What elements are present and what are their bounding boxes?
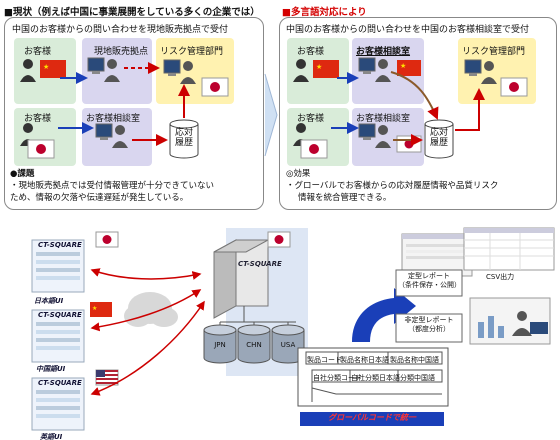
table-header-2: 製品名称日本語 <box>340 356 389 364</box>
left-row1-customer: お客様 <box>24 47 52 57</box>
report2-box <box>395 313 463 343</box>
effect-line-1: ・グローバルでお客様からの応対履歴情報や品質リスク <box>286 181 499 191</box>
china-flag-icon: ★ <box>90 302 112 317</box>
database-icon <box>237 324 271 364</box>
issue-title: ●課題 <box>10 169 35 179</box>
china-flag-icon: ★ <box>397 60 421 76</box>
right-row1-dept: リスク管理部門 <box>462 47 526 57</box>
right-row1-office: お客様相談室 <box>356 47 411 57</box>
svg-text:★: ★ <box>316 63 322 71</box>
client-screen-en <box>31 377 85 431</box>
report-window <box>401 233 473 277</box>
right-row1-customer: お客様 <box>297 47 325 57</box>
svg-text:★: ★ <box>43 63 49 71</box>
operator-icon <box>95 123 128 148</box>
operator-icon <box>512 311 548 336</box>
client-screen-cn <box>31 309 85 363</box>
effect-title: ◎効果 <box>286 169 311 179</box>
japan-flag-icon <box>27 139 55 159</box>
right-row2-customer: お客様 <box>297 114 325 124</box>
client-screen-jp <box>31 239 85 293</box>
curved-arrow-icon <box>352 288 416 342</box>
left-row1-office: 現地販売拠点 <box>94 47 149 57</box>
person-icon <box>20 59 36 82</box>
bottom-architecture-graphic: ★ <box>31 227 555 431</box>
japan-flag-icon <box>267 231 291 248</box>
banner-box <box>300 412 444 426</box>
csv-label: CSV出力 <box>486 273 515 281</box>
person-icon <box>293 59 309 82</box>
effect-line-2: 情報を統合管理できる。 <box>298 193 392 203</box>
japan-flag-icon <box>95 231 119 248</box>
left-office-band-2 <box>82 108 152 166</box>
left-subtitle: 中国のお客様からの問い合わせを現地販売拠点で受付 <box>12 25 229 35</box>
right-db-label: 応対 履歴 <box>429 128 448 148</box>
china-flag-icon: ★ <box>40 60 66 78</box>
cloud-icon <box>124 292 178 327</box>
japan-flag-icon <box>500 77 528 97</box>
database-icon <box>203 324 237 364</box>
risk-dept-operator-icon <box>163 59 196 84</box>
chart-window <box>469 297 551 345</box>
client-caption-2: 中国語UI <box>36 365 66 373</box>
operator-icon <box>87 57 120 82</box>
left-flow-graphic: ★ <box>20 57 229 159</box>
issue-line-2: ため、情報の欠落や伝達遅延が発生している。 <box>10 193 189 203</box>
operator-icon <box>358 57 391 82</box>
global-code-banner: グローバルコードで統一 <box>328 413 416 422</box>
left-row1-dept: リスク管理部門 <box>160 47 224 57</box>
table-row2-2: 自社分類日本語 <box>351 374 400 382</box>
database-icon <box>271 324 305 364</box>
chevron-right-icon <box>264 73 278 157</box>
table-header-1: 製品コード <box>307 356 342 364</box>
left-heading: ■現状（例えば中国に事業展開をしている多くの企業では） <box>4 7 260 18</box>
japan-flag-icon <box>300 139 328 159</box>
database-icon <box>169 119 199 159</box>
report1-label: 定型レポート （条件保存・公開） <box>398 272 461 289</box>
client-brand-2: CT-SQUARE <box>38 311 82 319</box>
risk-dept-operator-icon <box>464 59 497 84</box>
right-subtitle: 中国のお客様からの問い合わせを中国のお客様相談室で受付 <box>286 25 530 35</box>
client-brand-3: CT-SQUARE <box>38 379 82 387</box>
left-row2-customer: お客様 <box>24 114 52 124</box>
table-row2-3: 分類中国語 <box>400 374 435 382</box>
client-brand-1: CT-SQUARE <box>38 241 82 249</box>
server-icon <box>213 239 269 319</box>
operator-icon <box>358 123 391 148</box>
china-flag-icon: ★ <box>313 60 339 78</box>
table-header-3: 製品名称中国語 <box>390 356 439 364</box>
spreadsheet-window <box>463 227 555 271</box>
client-caption-3: 英語UI <box>40 433 63 440</box>
client-caption-1: 日本語UI <box>34 297 64 305</box>
server-brand: CT-SQUARE <box>238 260 282 268</box>
table-row2-1: 自社分類コード <box>313 374 362 382</box>
left-row2-office: お客様相談室 <box>86 114 141 124</box>
report2-label: 非定型レポート （都度分析） <box>404 316 454 333</box>
issue-line-1: ・現地販売拠点では受付情報管理が十分できていない <box>10 181 215 191</box>
japan-flag-icon <box>201 77 229 97</box>
right-flow-graphic: ★ ★ <box>293 57 528 159</box>
db-label-jpn: JPN <box>214 341 226 349</box>
left-db-label: 応対 履歴 <box>174 128 193 148</box>
report1-box <box>395 269 463 297</box>
japan-flag-icon <box>396 135 422 153</box>
svg-text:★: ★ <box>400 62 406 70</box>
db-label-chn: CHN <box>246 341 262 349</box>
right-row2-office: お客様相談室 <box>356 114 411 124</box>
database-icon <box>424 119 454 159</box>
svg-text:★: ★ <box>92 305 97 312</box>
right-heading: ■多言語対応により <box>282 7 367 18</box>
us-flag-icon <box>95 369 119 386</box>
db-label-usa: USA <box>280 341 296 349</box>
